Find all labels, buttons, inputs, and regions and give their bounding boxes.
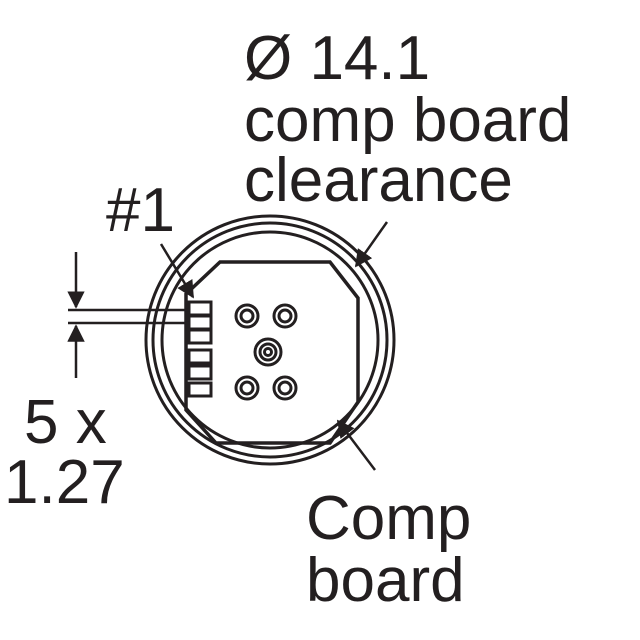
pad-bottom-left: [234, 375, 260, 401]
pin-one-label: #1: [106, 176, 175, 245]
board-outline: [184, 260, 360, 445]
pin-one-leader: [159, 243, 195, 299]
clearance-circle-outer: [144, 214, 396, 466]
pin-3: [187, 328, 213, 345]
pin-4: [187, 348, 213, 365]
pin-5: [187, 364, 213, 381]
clearance-leader: [354, 221, 389, 268]
pad-top-right: [272, 303, 298, 329]
clearance-diameter-label: Ø 14.1: [244, 24, 431, 93]
pin-2: [187, 314, 213, 331]
clearance-label-line3: clearance: [244, 146, 513, 215]
pad-center: [253, 337, 283, 367]
pad-bottom-right: [272, 375, 298, 401]
pad-top-left: [234, 303, 260, 329]
pin-6: [187, 381, 213, 398]
board-circle: [160, 230, 380, 450]
pitch-value-label: 1.27: [4, 448, 125, 517]
pin-1: [187, 300, 213, 317]
board-label-line1: Comp: [306, 484, 472, 553]
board-leader: [336, 419, 376, 471]
pitch-count-label: 5 x: [24, 388, 107, 457]
clearance-circle-inner: [151, 221, 389, 459]
board-label-line2: board: [306, 546, 465, 615]
clearance-label-line2: comp board: [244, 86, 572, 155]
